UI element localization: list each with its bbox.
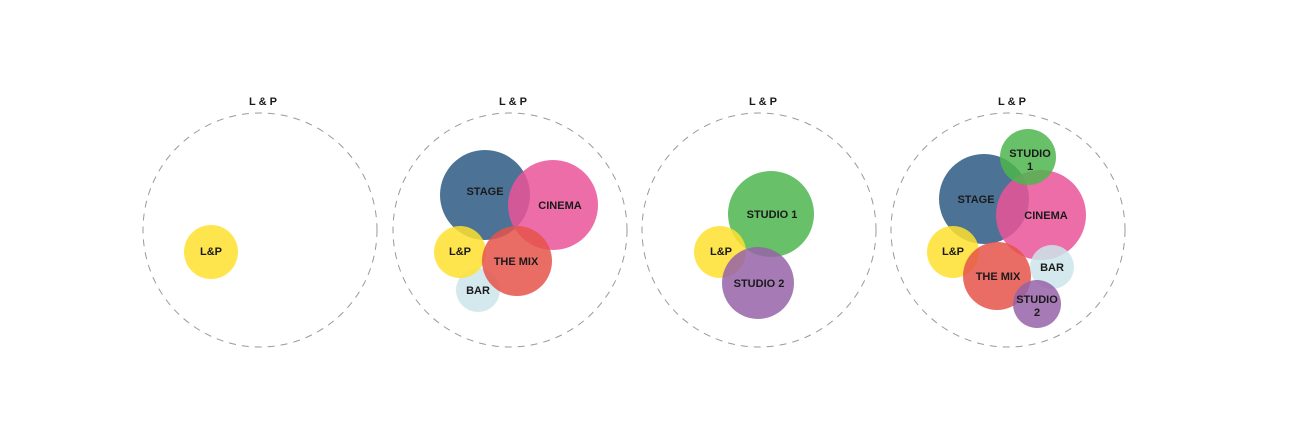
panel-title: L & P — [998, 96, 1026, 108]
bubble-cinema — [996, 170, 1086, 260]
boundary-ring — [142, 112, 378, 348]
label-lp: L&P — [200, 246, 222, 258]
bubble-cinema — [508, 160, 598, 250]
panel-1: L & P L&P — [142, 96, 378, 348]
label-the-mix: THE MIX — [976, 271, 1021, 283]
bubble-studio-1 — [1000, 129, 1056, 185]
label-the-mix: THE MIX — [494, 256, 539, 268]
label-studio-2: STUDIO 2 — [734, 278, 785, 290]
panel-title: L & P — [749, 96, 777, 108]
label-studio-1-line1: STUDIO — [1009, 148, 1051, 160]
bubble-lp — [434, 226, 486, 278]
label-studio-2-line2: 2 — [1034, 307, 1040, 319]
label-bar: BAR — [466, 285, 490, 297]
label-lp: L&P — [710, 246, 732, 258]
bubble-stage — [440, 150, 530, 240]
bubble-the-mix — [482, 226, 552, 296]
label-lp: L&P — [449, 246, 471, 258]
panel-title: L & P — [249, 96, 277, 108]
label-stage: STAGE — [957, 194, 994, 206]
bubble-the-mix — [963, 242, 1031, 310]
panel-title: L & P — [499, 96, 527, 108]
bubble-studio-1 — [728, 171, 814, 257]
bubble-bar — [1030, 245, 1074, 289]
boundary-ring — [890, 112, 1126, 348]
boundary-ring — [392, 112, 628, 348]
bubble-studio-2 — [1013, 280, 1061, 328]
label-bar: BAR — [1040, 262, 1064, 274]
label-cinema: CINEMA — [538, 200, 581, 212]
label-studio-2-line1: STUDIO — [1016, 294, 1058, 306]
label-studio-1: STUDIO 1 — [747, 209, 798, 221]
label-lp: L&P — [942, 246, 964, 258]
panel-3: L & P STUDIO 1 L&P STUDIO 2 — [641, 96, 877, 348]
label-stage: STAGE — [466, 186, 503, 198]
bubble-lp — [184, 225, 238, 279]
label-studio-1-line2: 1 — [1027, 161, 1033, 173]
bubble-studio-2 — [722, 247, 794, 319]
label-cinema: CINEMA — [1024, 210, 1067, 222]
panel-2: L & P STAGE CINEMA L&P THE MIX BAR — [392, 96, 628, 348]
panel-4: L & P STUDIO 1 STAGE CINEMA L&P THE MIX … — [890, 96, 1126, 348]
boundary-ring — [641, 112, 877, 348]
